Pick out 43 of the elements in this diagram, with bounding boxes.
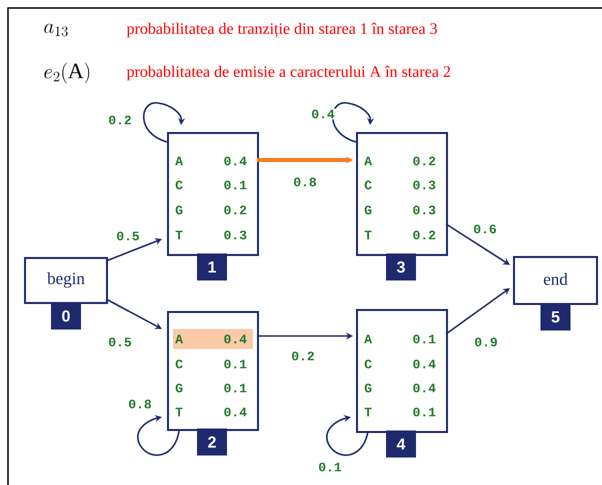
edge-label: 0.1 — [317, 462, 343, 472]
edge-label: 0.5 — [115, 230, 141, 242]
emission-row: A 0.2 — [364, 156, 436, 166]
state-name: begin — [47, 272, 85, 288]
emission-row: A 0.4 — [175, 334, 247, 344]
emission-row: C 0.3 — [364, 180, 436, 190]
emission-row: T 0.3 — [176, 230, 246, 240]
edge-label: 0.9 — [473, 336, 499, 348]
emission-row: A 0.4 — [175, 156, 247, 166]
arrow — [142, 102, 186, 143]
edge-label: 0.6 — [472, 224, 498, 234]
arrow — [332, 102, 374, 143]
edge-label: 0.8 — [127, 398, 153, 410]
edge-label: 0.2 — [290, 350, 316, 362]
edge-label: 0.5 — [107, 336, 133, 348]
state-number-badge: 3 — [386, 254, 416, 280]
emission-row: T 0.2 — [364, 230, 436, 240]
emission-row: T 0.4 — [176, 408, 247, 416]
emission-row: T 0.1 — [364, 408, 436, 416]
edge-label: 0.2 — [107, 114, 133, 126]
arrow — [137, 414, 180, 456]
state-number-badge: 1 — [197, 254, 227, 280]
emission-row: G 0.4 — [364, 384, 436, 392]
edge-label: 0.4 — [310, 108, 336, 120]
state-name: end — [544, 273, 568, 285]
state-number-badge: 5 — [540, 304, 570, 330]
note-text: probabilitatea de tranziție din starea 1 în starea 3 — [126, 22, 437, 38]
formula: $e_2(\mathrm{A})$ — [44, 62, 90, 84]
emission-row: A 0.1 — [364, 334, 436, 344]
arrow — [446, 288, 510, 335]
state-number-badge: 2 — [197, 428, 227, 456]
note-text: probablitatea de emisie a caracterului A în starea 2 — [126, 66, 450, 80]
emission-row: C 0.1 — [176, 360, 246, 368]
emission-row: G 0.1 — [176, 384, 246, 392]
edge-label: 0.8 — [292, 176, 318, 188]
emission-row: C 0.4 — [364, 360, 436, 368]
state-number-badge: 4 — [386, 430, 416, 458]
state-number-badge: 0 — [51, 302, 81, 330]
emission-row: G 0.3 — [364, 206, 436, 214]
emission-row: C 0.1 — [176, 180, 246, 190]
emission-row: G 0.2 — [176, 206, 246, 214]
formula: $a_{13}$ — [44, 24, 68, 36]
arrow — [326, 414, 369, 456]
